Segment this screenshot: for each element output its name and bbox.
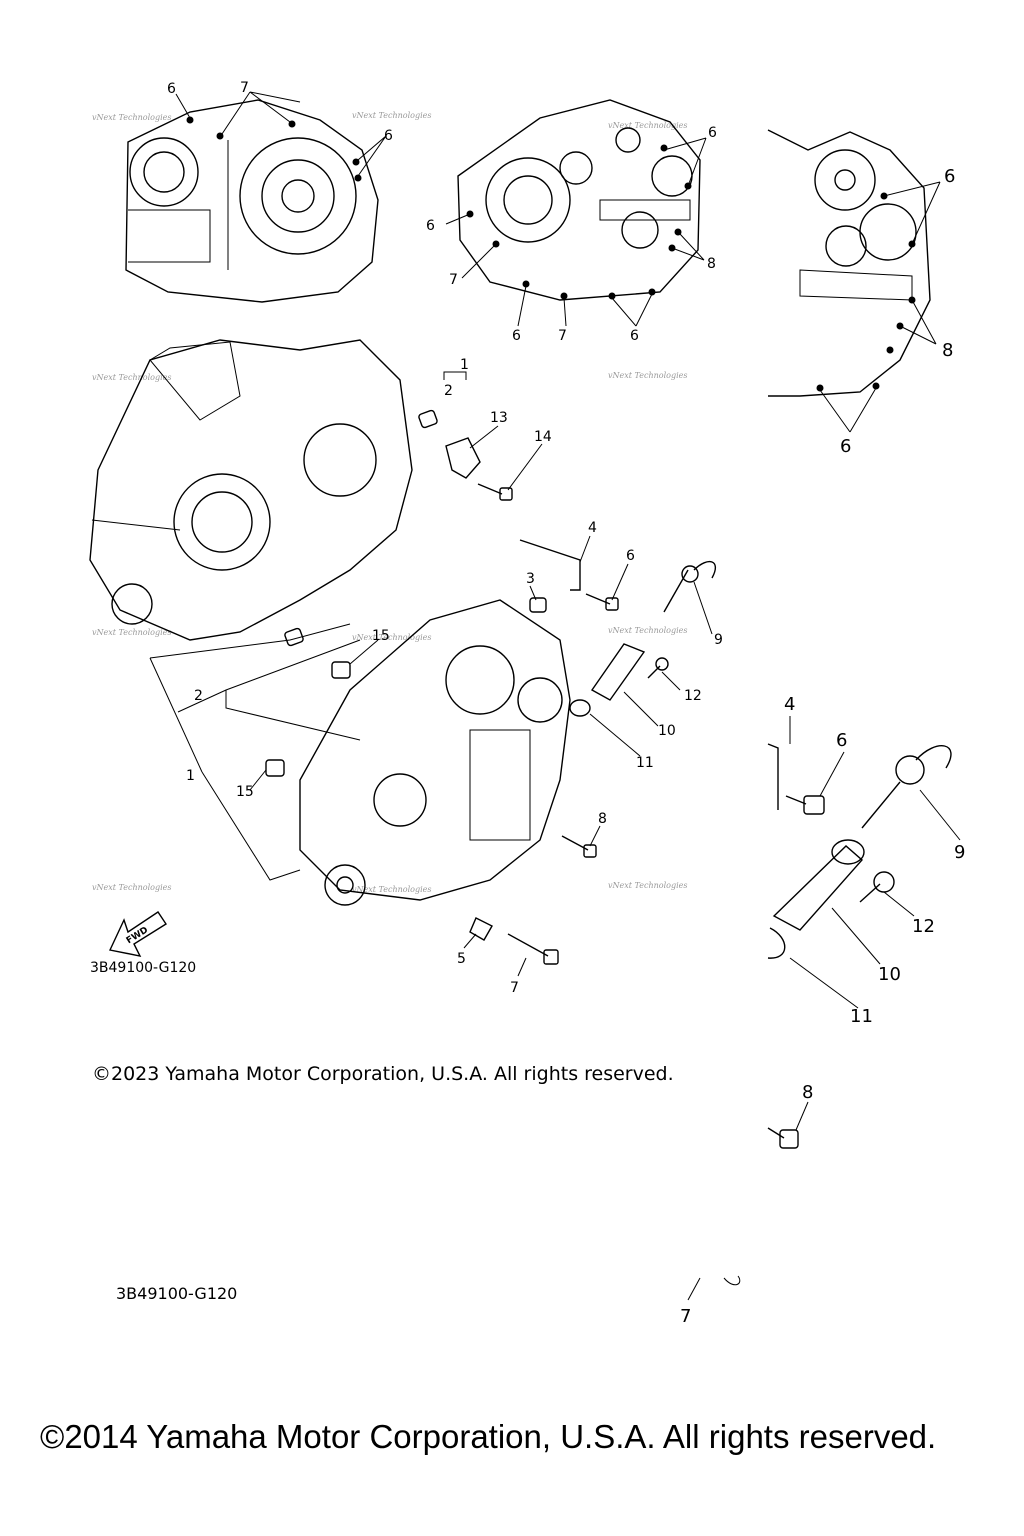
callout-6: 6 bbox=[426, 218, 435, 234]
fwd-label: FWD bbox=[125, 925, 150, 946]
watermark: vNext Technologies bbox=[352, 633, 431, 642]
small-parts bbox=[265, 409, 717, 965]
callout-11: 11 bbox=[636, 755, 654, 771]
callout-7: 7 bbox=[558, 328, 567, 344]
crankcase-view-middle bbox=[457, 99, 701, 301]
callout-10: 10 bbox=[658, 723, 676, 739]
leader-lines bbox=[149, 91, 961, 1301]
copyright-2014: ©2014 Yamaha Motor Corporation, U.S.A. A… bbox=[40, 1418, 937, 1455]
callout-9: 9 bbox=[714, 632, 723, 648]
callout-1: 1 bbox=[460, 357, 469, 373]
callout-12: 12 bbox=[684, 688, 702, 704]
callout-9: 9 bbox=[954, 842, 965, 863]
watermark: vNext Technologies bbox=[608, 371, 687, 380]
watermark: vNext Technologies bbox=[608, 121, 687, 130]
callout-7: 7 bbox=[240, 80, 249, 96]
copyright-2023: ©2023 Yamaha Motor Corporation, U.S.A. A… bbox=[92, 1063, 674, 1085]
callout-4: 4 bbox=[784, 694, 795, 715]
callout-14: 14 bbox=[534, 429, 552, 445]
watermark: vNext Technologies bbox=[92, 373, 171, 382]
callout-6: 6 bbox=[384, 128, 393, 144]
callout-8: 8 bbox=[802, 1082, 813, 1103]
watermark: vNext Technologies bbox=[608, 881, 687, 890]
reference-code: 3B49100-G120 bbox=[116, 1284, 238, 1303]
watermark: vNext Technologies bbox=[92, 883, 171, 892]
crankcase-view-left bbox=[125, 99, 379, 303]
zoomed-parts-right bbox=[723, 743, 952, 1286]
fwd-arrow-icon: FWD bbox=[108, 911, 167, 957]
crankcase-half-left bbox=[89, 339, 413, 641]
watermark: vNext Technologies bbox=[352, 885, 431, 894]
callout-4: 4 bbox=[588, 520, 597, 536]
reference-code: 3B49100-G120 bbox=[90, 960, 197, 976]
watermark: vNext Technologies bbox=[92, 113, 171, 122]
callout-8: 8 bbox=[598, 811, 607, 827]
watermark: vNext Technologies bbox=[352, 111, 431, 120]
callout-7: 7 bbox=[510, 980, 519, 996]
watermark: vNext Technologies bbox=[608, 626, 687, 635]
callout-15: 15 bbox=[372, 628, 390, 644]
callout-numbers: 6 7 6 6 7 6 7 6 6 8 6 8 6 1 2 13 14 4 6 … bbox=[167, 80, 965, 1327]
callout-1: 1 bbox=[186, 768, 195, 784]
callout-15: 15 bbox=[236, 784, 254, 800]
callout-6: 6 bbox=[512, 328, 521, 344]
callout-10: 10 bbox=[878, 964, 901, 985]
callout-13: 13 bbox=[490, 410, 508, 426]
callout-6: 6 bbox=[944, 166, 955, 187]
callout-6: 6 bbox=[708, 125, 717, 141]
callout-6: 6 bbox=[836, 730, 847, 751]
callout-12: 12 bbox=[912, 916, 935, 937]
callout-2: 2 bbox=[194, 688, 203, 704]
callout-2: 2 bbox=[444, 383, 453, 399]
watermark: vNext Technologies bbox=[92, 628, 171, 637]
callout-7: 7 bbox=[449, 272, 458, 288]
callout-3: 3 bbox=[526, 571, 535, 587]
callout-11: 11 bbox=[850, 1006, 873, 1027]
callout-6: 6 bbox=[840, 436, 851, 457]
callout-7: 7 bbox=[680, 1306, 691, 1327]
callout-6: 6 bbox=[167, 81, 176, 97]
watermarks: vNext Technologies vNext Technologies vN… bbox=[92, 111, 687, 894]
callout-8: 8 bbox=[707, 256, 716, 272]
callout-8: 8 bbox=[942, 340, 953, 361]
callout-6: 6 bbox=[630, 328, 639, 344]
callout-6: 6 bbox=[626, 548, 635, 564]
callout-5: 5 bbox=[457, 951, 466, 967]
crankcase-view-right-crop bbox=[767, 129, 931, 397]
crankcase-half-right bbox=[299, 599, 571, 906]
